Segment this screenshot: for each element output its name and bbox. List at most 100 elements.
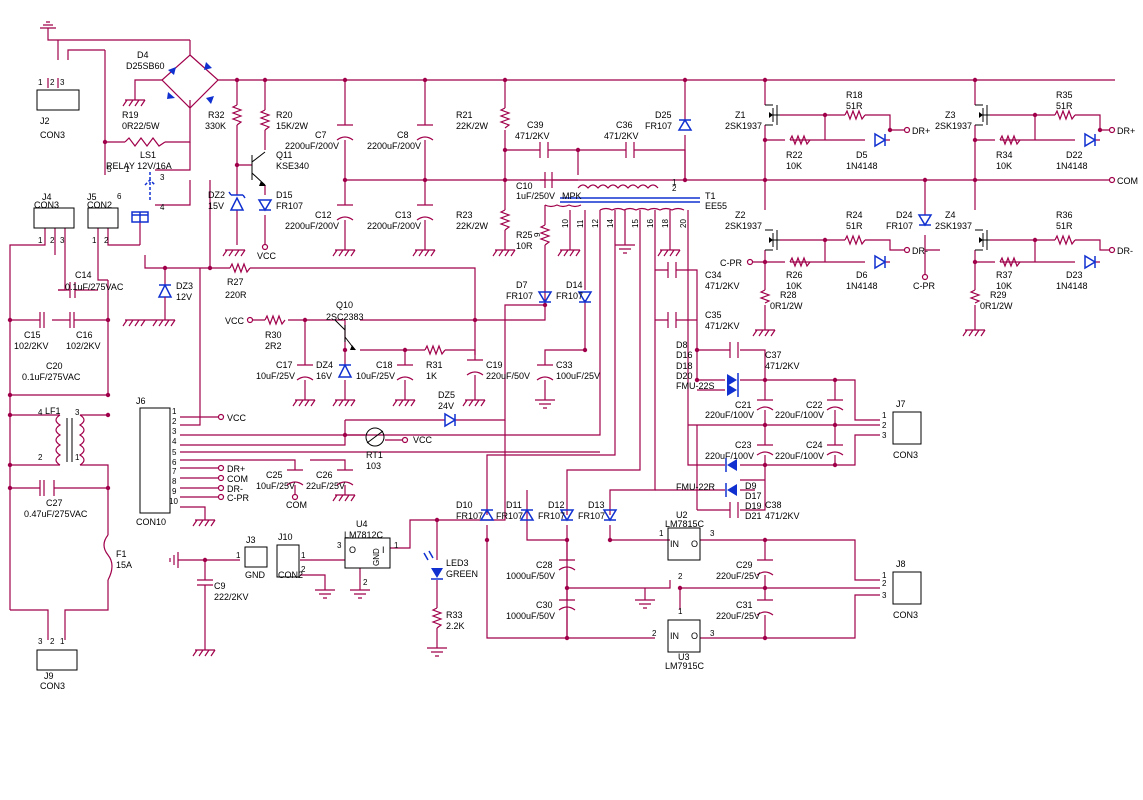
j6-pin-7: 7 (172, 467, 177, 476)
svg-text:3: 3 (60, 78, 65, 87)
d16-label: D16 (676, 350, 693, 360)
c10-ref: C10 (516, 181, 533, 191)
capacitor-c39: C39 471/2KV (515, 120, 550, 158)
d5-ref: D5 (856, 150, 868, 160)
capacitor-c24: C24 220uF/100V (775, 440, 844, 461)
d15-val: FR107 (276, 201, 303, 211)
j6-net-cpr: C-PR (227, 493, 249, 503)
r25-ref: R25 (516, 230, 533, 240)
r26-val: 10K (786, 281, 802, 291)
capacitor-c30: C30 1000uF/50V (506, 599, 576, 621)
c15-ref: C15 (24, 330, 41, 340)
net-drm-2: DR- (1117, 246, 1133, 256)
r36-val: 51R (1056, 221, 1073, 231)
r21-val: 22K/2W (456, 121, 489, 131)
c25-ref: C25 (266, 470, 283, 480)
j9-name: CON3 (40, 681, 65, 691)
capacitor-c16: C16 102/2KV (66, 312, 101, 351)
c8-val: 2200uF/200V (367, 141, 421, 151)
c31-val: 220uF/25V (716, 611, 760, 621)
c39-val: 471/2KV (515, 131, 550, 141)
resistor-r28: R28 0R1/2W (759, 289, 803, 311)
capacitor-c23: C23 220uF/100V (705, 440, 774, 461)
diode-d14: D14 FR107 (556, 280, 593, 304)
resistor-r24: R24 51R (844, 210, 866, 246)
diode-d13: D13 FR107 (578, 500, 618, 522)
svg-text:2: 2 (363, 578, 368, 587)
t1-pin20: 20 (679, 219, 688, 228)
connector-j8: 123 J8 CON3 (882, 559, 922, 620)
svg-text:IN: IN (670, 539, 679, 549)
svg-text:I: I (382, 545, 385, 555)
r25-val: 10R (516, 241, 533, 251)
capacitor-c25: C25 10uF/25V COM (256, 469, 307, 510)
t1-pin16: 16 (646, 219, 655, 228)
net-drp-2: DR+ (1117, 126, 1135, 136)
c17-ref: C17 (276, 360, 293, 370)
c16-ref: C16 (76, 330, 93, 340)
r18-val: 51R (846, 101, 863, 111)
net-drp-1: DR+ (912, 126, 930, 136)
svg-text:1: 1 (394, 541, 399, 550)
c9-ref: C9 (214, 581, 226, 591)
svg-text:3: 3 (337, 541, 342, 550)
capacitor-c18: C18 10uF/25V (356, 360, 414, 381)
net-com: COM (1117, 176, 1138, 186)
vcc-label-q10: VCC (225, 316, 254, 326)
r19-val: 0R22/5W (122, 121, 160, 131)
svg-text:1: 1 (882, 411, 887, 420)
r23-val: 22K/2W (456, 221, 489, 231)
svg-text:1: 1 (60, 637, 65, 646)
c7-ref: C7 (315, 130, 327, 140)
d23-val: 1N4148 (1056, 281, 1088, 291)
c28-ref: C28 (536, 560, 553, 570)
r35-val: 51R (1056, 101, 1073, 111)
svg-text:2: 2 (678, 572, 683, 581)
c33-ref: C33 (556, 360, 573, 370)
dz4-ref: DZ4 (316, 360, 333, 370)
c16-val: 102/2KV (66, 341, 101, 351)
d7-val: FR107 (506, 291, 533, 301)
c22-val: 220uF/100V (775, 410, 824, 420)
relay-ls1: LS1 RELAY 12V/16A 5 1 3 4 6 (106, 150, 172, 223)
svg-text:O: O (691, 631, 698, 641)
t1-pin15: 15 (631, 219, 640, 228)
capacitor-c12: C12 2200uF/200V (285, 204, 354, 231)
r33-ref: R33 (446, 610, 463, 620)
r33-val: 2.2K (446, 621, 465, 631)
resistor-r37: R37 10K (996, 256, 1021, 291)
diode-d7: D7 FR107 (506, 280, 553, 304)
ground-symbols (40, 21, 986, 657)
vcc-q10: VCC (225, 316, 245, 326)
svg-text:IN: IN (670, 631, 679, 641)
d17-label: D17 (745, 491, 762, 501)
mosfet-z3: Z3 2SK1937 (935, 104, 990, 131)
d14-val: FR107 (556, 291, 583, 301)
resistor-r18: R18 51R (844, 90, 866, 121)
c25-val: 10uF/25V (256, 481, 295, 491)
j5-name: CON2 (87, 200, 112, 210)
c22-ref: C22 (806, 400, 823, 410)
d24-val: FR107 (886, 221, 913, 231)
capacitor-c36: C36 471/2KV (604, 120, 639, 158)
r35-ref: R35 (1056, 90, 1073, 100)
d14-ref: D14 (566, 280, 583, 290)
j2-ref: J2 (40, 116, 50, 126)
j4-name: CON3 (34, 200, 59, 210)
q11-ref: Q11 (276, 150, 292, 160)
j6-pin-3: 3 (172, 427, 177, 436)
d24-ref: D24 (896, 210, 913, 220)
ls1-pin4: 4 (160, 203, 165, 212)
z4-part: 2SK1937 (935, 221, 972, 231)
c8-ref: C8 (397, 130, 409, 140)
capacitor-c21: C21 220uF/100V (705, 399, 774, 420)
r29-val: 0R1/2W (980, 301, 1013, 311)
transformer-t1: MPK T1 EE55 1 2 9 10 11 12 14 15 16 18 2… (533, 178, 727, 237)
capacitor-c33: C33 100uF/25V (536, 360, 600, 381)
j6-net-drp: DR+ (227, 464, 245, 474)
ls1-pin3: 3 (160, 173, 165, 182)
capacitor-c19: C19 220uF/50V (466, 359, 530, 381)
d6-val: 1N4148 (846, 281, 878, 291)
mosfet-z2: Z2 2SK1937 (725, 210, 780, 251)
